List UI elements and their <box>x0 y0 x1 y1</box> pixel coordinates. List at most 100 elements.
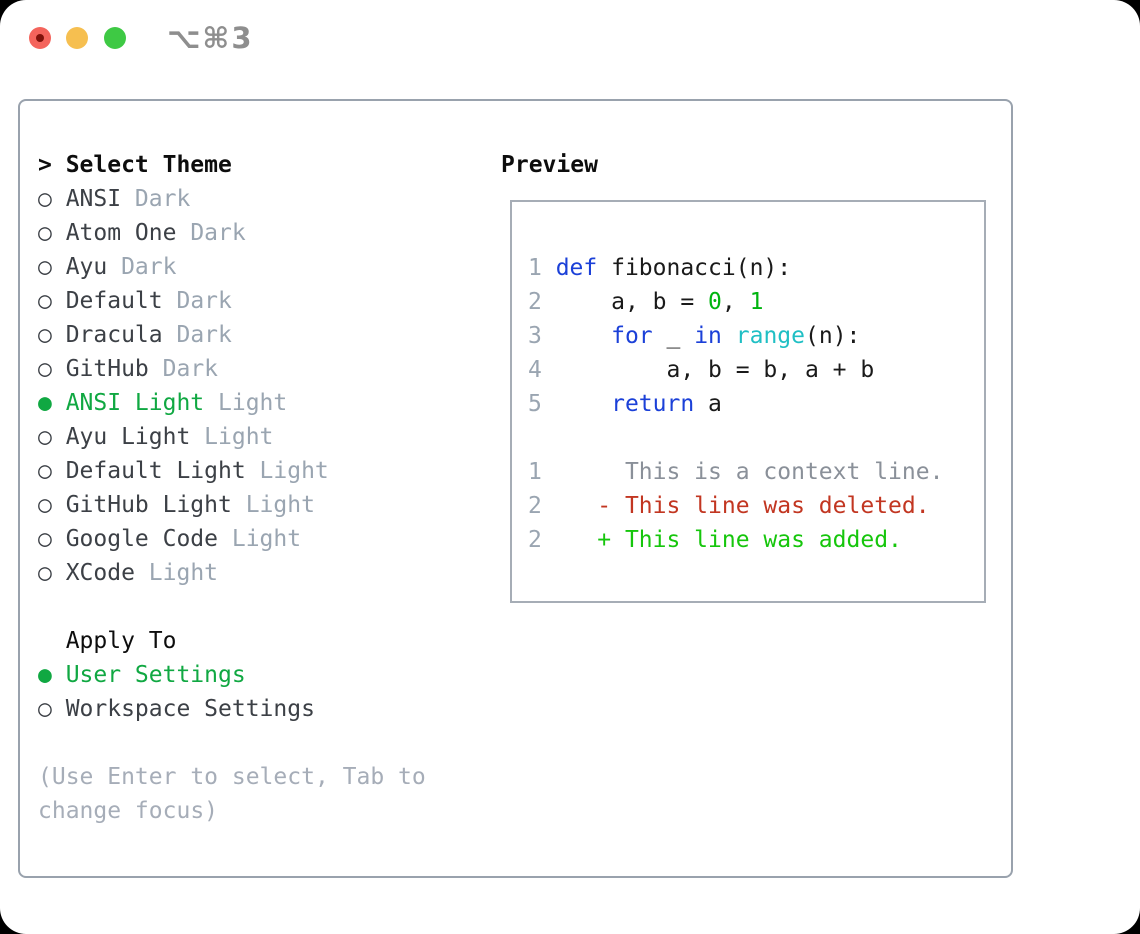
apply-to-header: Apply To <box>38 624 426 658</box>
code-token: , <box>721 289 750 315</box>
theme-item-label: ANSI <box>65 186 122 212</box>
window-title: ⌥⌘3 <box>167 21 254 55</box>
theme-item-label: XCode <box>65 560 135 586</box>
code-token: 0 <box>708 289 722 315</box>
radio-icon: ○ <box>38 356 52 382</box>
prompt-icon: > <box>38 152 52 178</box>
radio-icon: ○ <box>38 526 52 552</box>
line-number: 4 <box>528 357 556 383</box>
theme-item-label: Dracula <box>65 322 163 348</box>
close-dot-icon <box>36 34 44 42</box>
theme-item-label: Atom One <box>65 220 177 246</box>
theme-item-ansi[interactable]: ○ ANSI Dark <box>38 182 426 216</box>
select-theme-header: > Select Theme <box>38 148 426 182</box>
theme-item-google-code[interactable]: ○ Google Code Light <box>38 522 426 556</box>
code-token: (n): <box>805 323 861 349</box>
code-line: 4 a, b = b, a + b <box>528 353 984 387</box>
radio-icon: ○ <box>38 492 52 518</box>
theme-variant-tag: Light <box>148 560 219 586</box>
code-token: return <box>611 391 695 417</box>
line-number: 2 <box>528 493 556 519</box>
code-token: in <box>694 323 722 349</box>
code-line: 3 for _ in range(n): <box>528 319 984 353</box>
code-token <box>722 323 736 349</box>
theme-item-default[interactable]: ○ Default Dark <box>38 284 426 318</box>
help-text: (Use Enter to select, Tab to change focus… <box>38 760 426 828</box>
apply-option-label: Workspace Settings <box>65 696 315 722</box>
line-number: 5 <box>528 391 556 417</box>
theme-item-label: Default <box>65 288 163 314</box>
code-token: _ <box>652 323 695 349</box>
code-token: a, b = b, a + b <box>555 357 875 383</box>
theme-item-label: Default Light <box>65 458 246 484</box>
select-theme-title: Select Theme <box>65 152 232 178</box>
code-line: 5 return a <box>528 387 984 421</box>
code-line <box>528 421 984 455</box>
theme-item-label: Ayu <box>65 254 108 280</box>
apply-option-workspace-settings[interactable]: ○ Workspace Settings <box>38 692 426 726</box>
radio-selected-icon: ● <box>38 662 52 688</box>
apply-to-title: Apply To <box>65 628 177 654</box>
theme-item-label: Google Code <box>65 526 219 552</box>
radio-icon: ○ <box>38 288 52 314</box>
radio-icon: ○ <box>38 696 52 722</box>
theme-variant-tag: Light <box>259 458 329 484</box>
line-number: 1 <box>528 255 556 281</box>
code-token <box>556 323 611 349</box>
code-line: 2 a, b = 0, 1 <box>528 285 984 319</box>
code-token: a <box>694 391 722 417</box>
zoom-button[interactable] <box>104 27 126 49</box>
apply-to-section: Apply To ● User Settings ○ Workspace Setting… <box>38 624 426 726</box>
radio-icon: ○ <box>38 560 52 586</box>
code-token: fibonacci(n): <box>597 255 792 281</box>
theme-variant-tag: Dark <box>190 220 246 246</box>
help-text-line: (Use Enter to select, Tab to <box>38 764 426 790</box>
code-token: for <box>611 323 653 349</box>
theme-item-label: GitHub <box>65 356 149 382</box>
theme-variant-tag: Dark <box>121 254 177 280</box>
close-button[interactable] <box>29 27 51 49</box>
code-token: a, b = <box>555 289 709 315</box>
theme-variant-tag: Dark <box>134 186 191 212</box>
theme-variant-tag: Light <box>245 492 315 518</box>
radio-icon: ○ <box>38 424 52 450</box>
theme-item-default-light[interactable]: ○ Default Light Light <box>38 454 426 488</box>
line-number: 2 <box>528 527 556 553</box>
code-line: 2 - This line was deleted. <box>528 489 984 523</box>
help-text-line: change focus) <box>38 798 219 824</box>
radio-icon: ○ <box>38 186 52 212</box>
theme-variant-tag: Light <box>218 390 288 416</box>
theme-variant-tag: Light <box>231 526 302 552</box>
theme-item-label: Ayu Light <box>65 424 191 450</box>
code-token: This is a context line. <box>555 459 944 485</box>
theme-variant-tag: Dark <box>176 288 232 314</box>
radio-icon: ○ <box>38 458 52 484</box>
preview-title: Preview <box>501 152 598 178</box>
code-line: 1 def fibonacci(n): <box>528 251 984 285</box>
code-token: 1 <box>749 289 764 315</box>
radio-icon: ○ <box>38 322 52 348</box>
line-number: 1 <box>528 459 556 485</box>
apply-option-user-settings[interactable]: ● User Settings <box>38 658 426 692</box>
minimize-button[interactable] <box>66 27 88 49</box>
line-number: 2 <box>528 289 556 315</box>
code-line: 2 + This line was added. <box>528 523 984 557</box>
theme-item-xcode[interactable]: ○ XCode Light <box>38 556 426 590</box>
code-token: def <box>555 255 598 281</box>
theme-item-label: ANSI Light <box>65 390 205 416</box>
code-token: + This line was added. <box>555 527 902 553</box>
code-token <box>556 391 611 417</box>
apply-option-label: User Settings <box>65 662 246 688</box>
